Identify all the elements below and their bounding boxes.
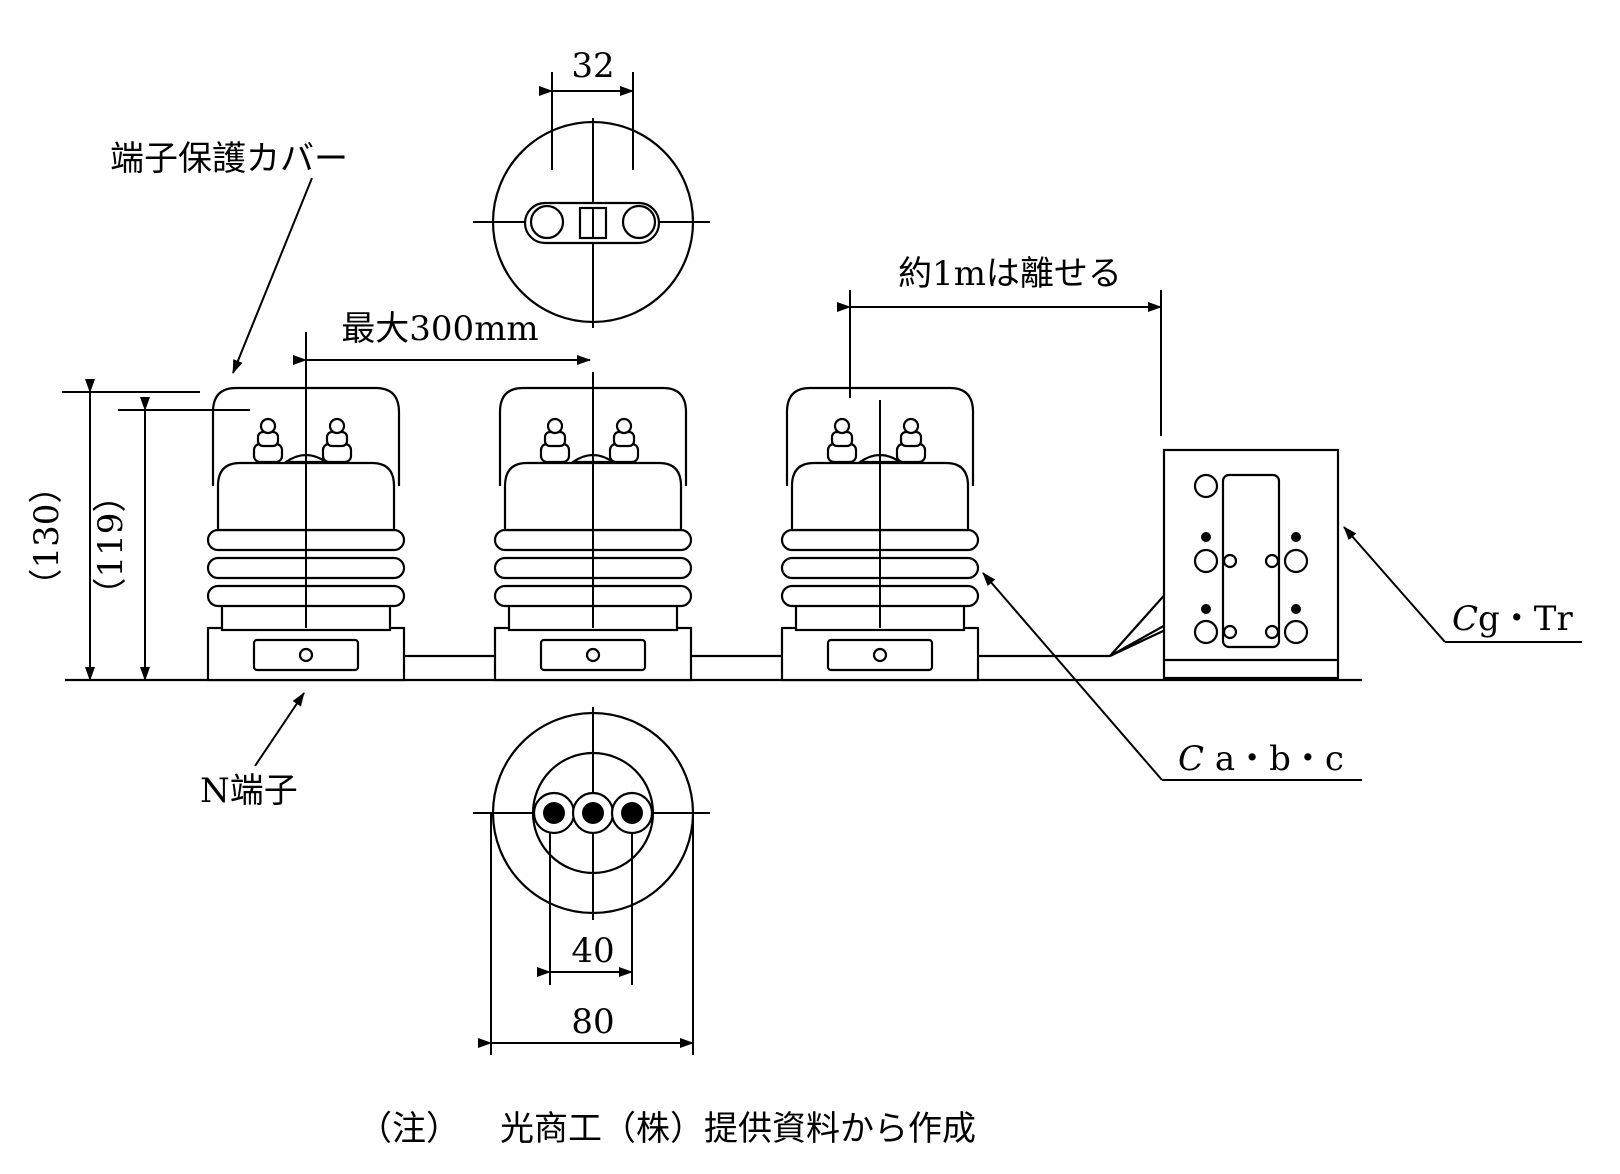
cg-tr-label-italic: C — [1452, 599, 1478, 639]
cabc-label-italic: C — [1178, 739, 1204, 779]
dim-130: （130） — [27, 470, 67, 603]
dim-119: （119） — [91, 479, 131, 612]
cabc-label-rest: a・b・c — [1204, 739, 1344, 779]
top-view: 32 — [473, 46, 710, 328]
note-prefix: （注） — [358, 1109, 460, 1149]
cg-tr-unit — [1162, 448, 1340, 680]
dim-32: 32 — [571, 46, 614, 86]
capacitor-unit-1 — [206, 386, 406, 682]
separation-label: 約1mは離せる — [898, 254, 1122, 294]
n-terminal-label: N端子 — [200, 771, 298, 811]
note-text: 光商工（株）提供資料から作成 — [500, 1109, 976, 1149]
terminal-cover-label: 端子保護カバー — [110, 139, 348, 179]
cabc-label: C a・b・c — [1178, 739, 1344, 779]
dim-40: 40 — [571, 931, 614, 971]
max-spacing-label: 最大300mm — [341, 309, 538, 349]
bottom-view: 40 80 — [473, 707, 710, 1055]
dim-80: 80 — [571, 1002, 614, 1042]
cg-tr-label: Cg・Tr — [1452, 599, 1573, 639]
capacitor-unit-3 — [780, 386, 980, 682]
capacitor-unit-2 — [493, 372, 693, 682]
cg-tr-label-rest: g・Tr — [1478, 599, 1573, 639]
capacitor-units — [206, 372, 980, 682]
